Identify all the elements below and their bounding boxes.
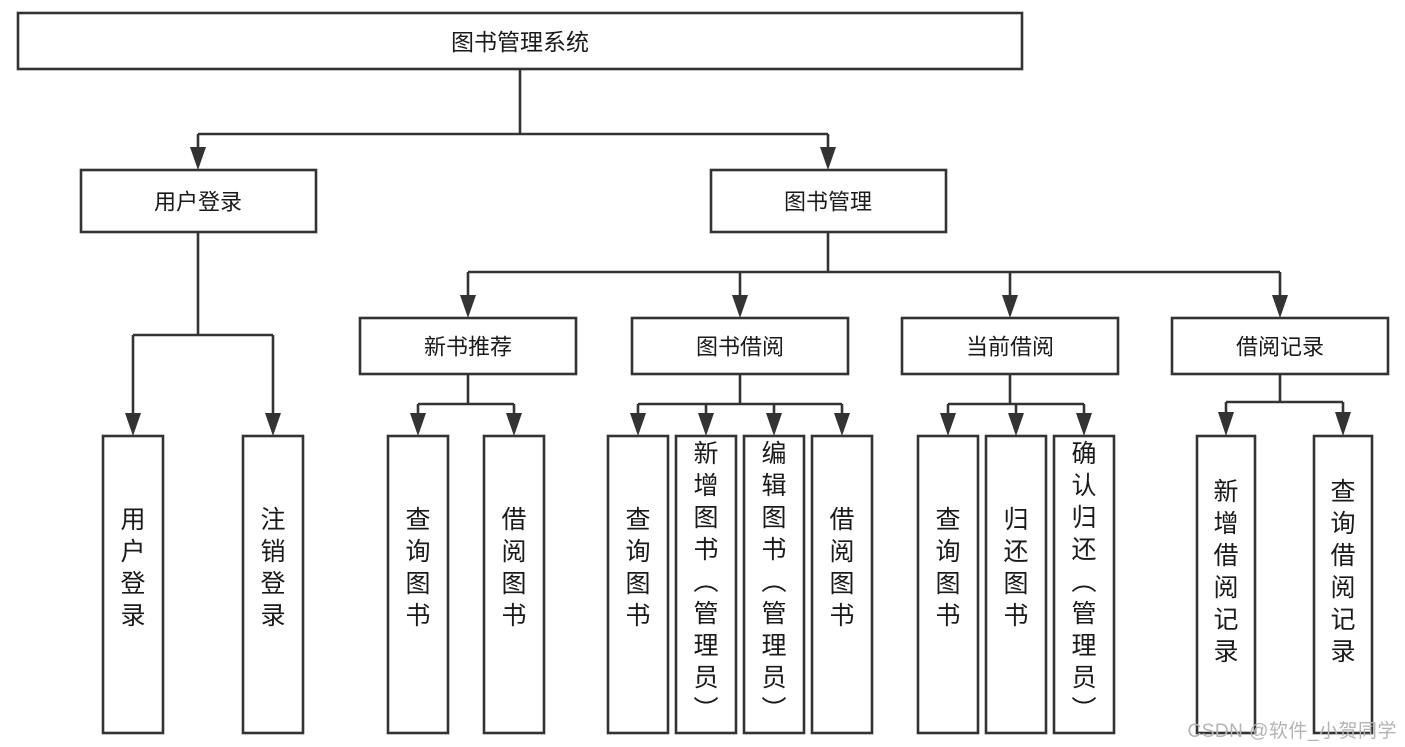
node-leaf-borrow-book-recommend-rect[interactable] xyxy=(482,434,546,735)
connector-layer xyxy=(125,69,1351,436)
node-user-login-rect[interactable] xyxy=(79,168,318,234)
arrow-head-book-borrow xyxy=(732,295,748,318)
node-leaf-add-book-admin[interactable]: 新增图书︵管理员︶ xyxy=(674,434,738,735)
arrow-head-leaf-borrow-book xyxy=(834,413,850,436)
arrow-head-leaf-logout xyxy=(265,413,281,436)
node-leaf-user-login[interactable]: 用户登录 xyxy=(101,434,165,735)
node-current-borrow-rect[interactable] xyxy=(900,316,1120,376)
node-book-borrow-label: 图书借阅 xyxy=(696,335,784,360)
node-borrow-record-rect[interactable] xyxy=(1170,316,1390,376)
node-leaf-edit-book-admin-label: 编辑图书︵管理员︶ xyxy=(761,440,786,724)
arrow-head-current-borrow xyxy=(1002,295,1018,318)
node-leaf-add-book-admin-rect[interactable] xyxy=(674,434,738,735)
arrow-head-user-login xyxy=(190,147,206,170)
node-root-label: 图书管理系统 xyxy=(451,29,589,55)
node-user-login-label: 用户登录 xyxy=(154,190,242,215)
arrow-head-leaf-user-login xyxy=(125,413,141,436)
node-borrow-record-label: 借阅记录 xyxy=(1236,335,1324,360)
node-leaf-add-borrow-record-rect[interactable] xyxy=(1195,434,1257,735)
node-leaf-query-book-recommend[interactable]: 查询图书 xyxy=(386,434,450,735)
node-book-management-label: 图书管理 xyxy=(784,190,872,215)
node-leaf-query-borrow-record-rect[interactable] xyxy=(1312,434,1374,735)
node-leaf-return-book[interactable]: 归还图书 xyxy=(984,434,1048,735)
arrow-head-leaf-borrow-book-recommend xyxy=(506,413,522,436)
node-leaf-edit-book-admin-rect[interactable] xyxy=(742,434,806,735)
leaf-layer: 用户登录 注销登录 查询图书 借阅图书 查询图书 新增图书︵管理员︶ xyxy=(101,434,1374,735)
arrow-head-leaf-edit-book-admin xyxy=(766,413,782,436)
node-leaf-borrow-book-recommend[interactable]: 借阅图书 xyxy=(482,434,546,735)
node-leaf-return-book-rect[interactable] xyxy=(984,434,1048,735)
arrow-head-book-management xyxy=(820,147,836,170)
arrow-head-leaf-query-book-recommend xyxy=(410,413,426,436)
node-leaf-edit-book-admin[interactable]: 编辑图书︵管理员︶ xyxy=(742,434,806,735)
arrow-head-leaf-add-book-admin xyxy=(698,413,714,436)
node-book-borrow-rect[interactable] xyxy=(630,316,850,376)
node-leaf-logout[interactable]: 注销登录 xyxy=(241,434,305,735)
node-leaf-query-book-recommend-label: 查询图书 xyxy=(405,506,430,630)
node-leaf-logout-label: 注销登录 xyxy=(260,506,285,630)
node-leaf-confirm-return-admin-rect[interactable] xyxy=(1052,434,1116,735)
csdn-watermark: CSDN @软件_小贺同学 xyxy=(1187,721,1397,742)
node-leaf-logout-rect[interactable] xyxy=(241,434,305,735)
arrow-head-new-book-recommend xyxy=(460,295,476,318)
node-root-rect[interactable] xyxy=(16,11,1024,71)
node-leaf-query-book-borrow[interactable]: 查询图书 xyxy=(606,434,670,735)
node-leaf-query-book-current[interactable]: 查询图书 xyxy=(916,434,980,735)
node-leaf-query-book-borrow-rect[interactable] xyxy=(606,434,670,735)
node-current-borrow[interactable]: 当前借阅 xyxy=(900,316,1120,376)
node-new-book-recommend[interactable]: 新书推荐 xyxy=(358,316,578,376)
node-leaf-borrow-book[interactable]: 借阅图书 xyxy=(810,434,874,735)
node-leaf-query-borrow-record[interactable]: 查询借阅记录 xyxy=(1312,434,1374,735)
node-leaf-confirm-return-admin[interactable]: 确认归还︵管理员︶ xyxy=(1052,434,1116,735)
node-book-borrow[interactable]: 图书借阅 xyxy=(630,316,850,376)
node-leaf-user-login-rect[interactable] xyxy=(101,434,165,735)
node-leaf-borrow-book-label: 借阅图书 xyxy=(829,506,854,630)
node-leaf-query-book-current-rect[interactable] xyxy=(916,434,980,735)
arrow-head-leaf-add-borrow-record xyxy=(1218,412,1234,436)
node-new-book-recommend-label: 新书推荐 xyxy=(424,335,512,360)
node-leaf-return-book-label: 归还图书 xyxy=(1003,506,1028,630)
node-leaf-add-borrow-record[interactable]: 新增借阅记录 xyxy=(1195,434,1257,735)
node-leaf-add-borrow-record-label: 新增借阅记录 xyxy=(1213,478,1238,666)
node-current-borrow-label: 当前借阅 xyxy=(966,335,1054,360)
node-root[interactable]: 图书管理系统 xyxy=(16,11,1024,71)
node-leaf-query-book-recommend-rect[interactable] xyxy=(386,434,450,735)
arrow-head-leaf-confirm-return-admin xyxy=(1076,413,1092,436)
arrow-head-leaf-query-borrow-record xyxy=(1335,412,1351,436)
arrow-head-leaf-query-book-borrow xyxy=(630,413,646,436)
node-leaf-user-login-label: 用户登录 xyxy=(120,506,145,630)
arrow-head-leaf-query-book-current xyxy=(940,413,956,436)
node-borrow-record[interactable]: 借阅记录 xyxy=(1170,316,1390,376)
node-leaf-borrow-book-recommend-label: 借阅图书 xyxy=(501,506,526,630)
node-leaf-confirm-return-admin-label: 确认归还︵管理员︶ xyxy=(1071,440,1096,724)
node-leaf-query-book-borrow-label: 查询图书 xyxy=(625,506,650,630)
node-leaf-query-borrow-record-label: 查询借阅记录 xyxy=(1330,478,1355,666)
arrow-head-borrow-record xyxy=(1272,295,1288,318)
node-new-book-recommend-rect[interactable] xyxy=(358,316,578,376)
node-book-management-rect[interactable] xyxy=(709,168,948,234)
node-book-management[interactable]: 图书管理 xyxy=(709,168,948,234)
node-leaf-query-book-current-label: 查询图书 xyxy=(935,506,960,630)
arrow-head-leaf-return-book xyxy=(1008,413,1024,436)
node-leaf-borrow-book-rect[interactable] xyxy=(810,434,874,735)
node-user-login[interactable]: 用户登录 xyxy=(79,168,318,234)
node-leaf-add-book-admin-label: 新增图书︵管理员︶ xyxy=(693,440,718,724)
